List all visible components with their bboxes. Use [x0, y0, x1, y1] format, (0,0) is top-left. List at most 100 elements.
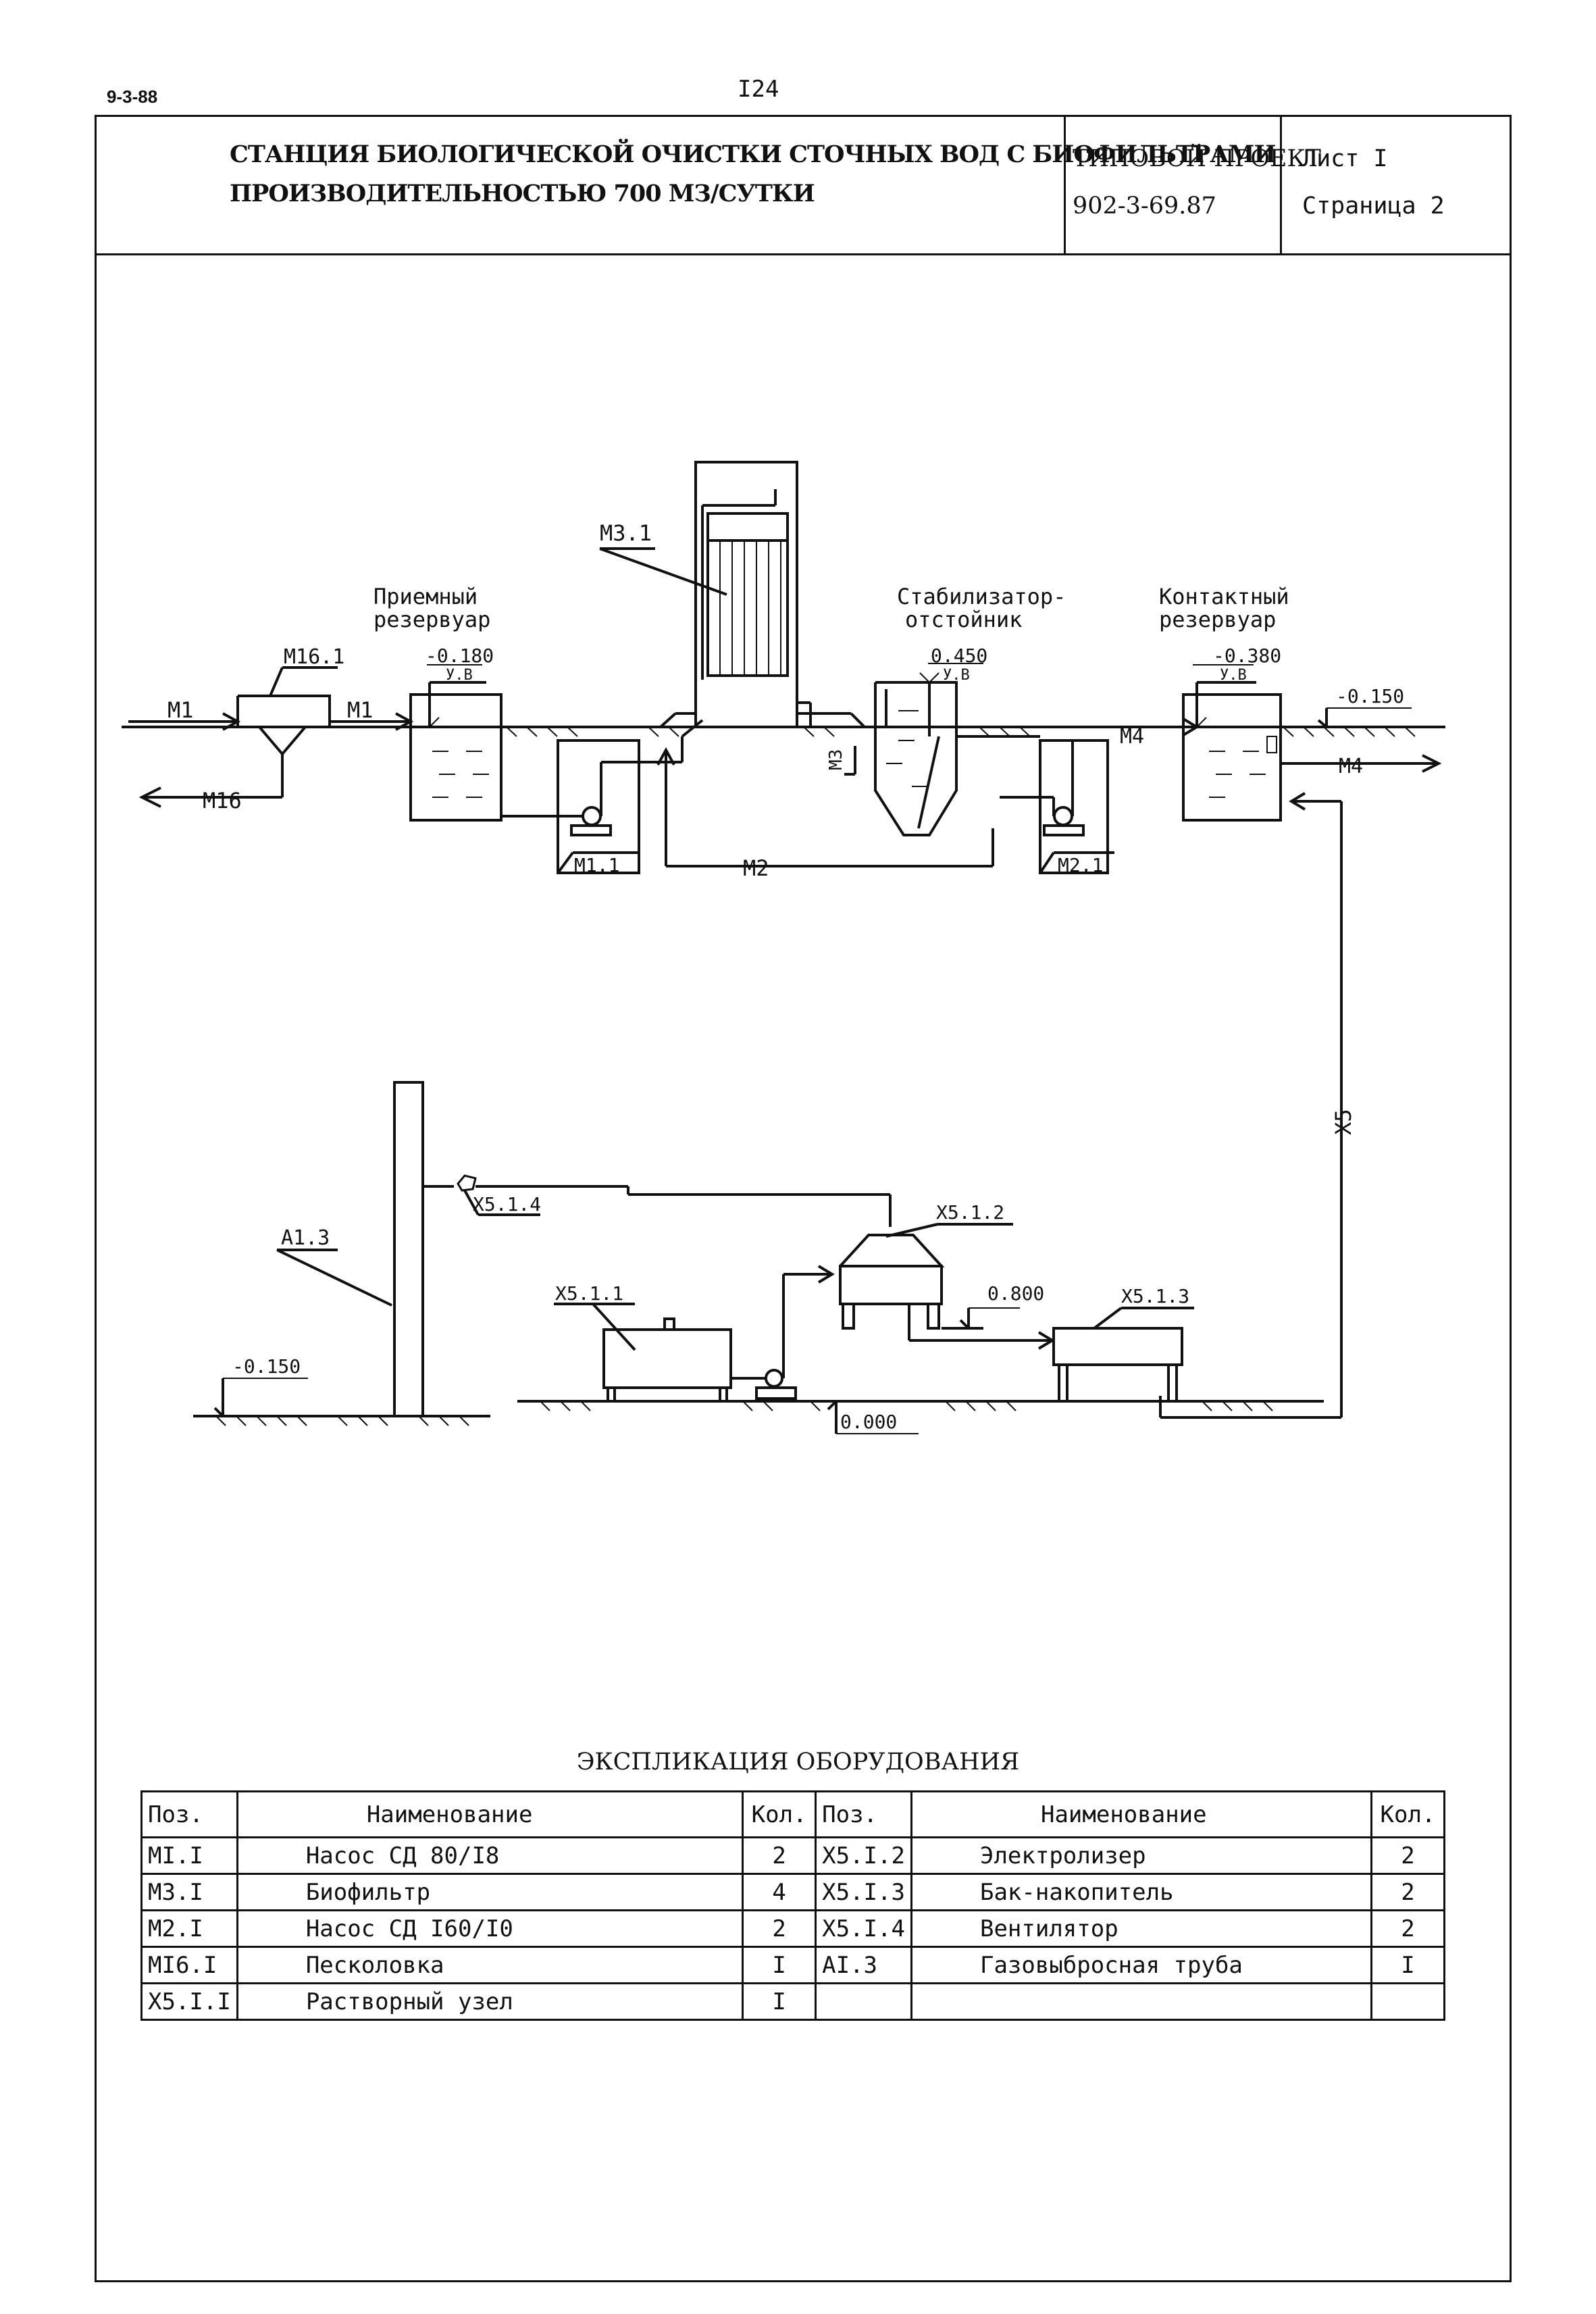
col-header-name: Наименование [236, 1790, 744, 1838]
label-m4-out: М4 [1339, 755, 1363, 778]
receiving-level: -0.180 [426, 645, 494, 667]
stabilizer-settler [844, 663, 1101, 836]
col-header-pos-2: Поз. [815, 1790, 912, 1838]
cell-name: Песколовка [236, 1946, 744, 1984]
contact-level: -0.380 [1213, 645, 1281, 667]
table-row: Х5.I.I Растворный узел I [140, 1982, 1446, 2021]
receiving-tank-label-2: резервуар [374, 607, 490, 632]
cell-pos: М3.I [140, 1873, 238, 1911]
stabilizer-label-2: отстойник [905, 607, 1022, 632]
cell-name: Биофильтр [236, 1873, 744, 1911]
contact-tank-label-1: Контактный [1159, 584, 1289, 609]
cell-name-2: Вентилятор [910, 1909, 1372, 1948]
page-label: Страница 2 [1302, 193, 1445, 220]
cell-qty: 4 [742, 1873, 817, 1911]
label-m2-1: М2.1 [1058, 854, 1103, 876]
cell-name: Растворный узел [236, 1982, 744, 2021]
exhaust-pipe [276, 1081, 892, 1417]
platform-level: 0.800 [987, 1282, 1044, 1305]
cell-pos-2: Х5.I.3 [815, 1873, 912, 1911]
contact-water-level: У.В [1220, 667, 1247, 684]
line-x5 [1159, 792, 1343, 1419]
label-x5-1-2: Х5.1.2 [936, 1201, 1004, 1224]
cell-name-2: Бак-накопитель [910, 1873, 1372, 1911]
ground-level-mark-left [213, 1378, 308, 1417]
cell-qty-2: I [1370, 1946, 1446, 1984]
cell-pos: Х5.I.I [140, 1982, 238, 2021]
project-number: 902-3-69.87 [1073, 193, 1216, 220]
contact-tank [1182, 664, 1442, 822]
electrolyzer [839, 1223, 1055, 1350]
cell-pos-2: Х5.I.2 [815, 1836, 912, 1875]
ground-hatch-upper [506, 726, 1416, 737]
ground-level-left: -0.150 [232, 1355, 301, 1378]
cell-qty: I [742, 1946, 817, 1984]
sheet-cell: Лист I Страница 2 [1282, 115, 1512, 253]
cell-name-2: Электролизер [910, 1836, 1372, 1875]
col-header-pos: Поз. [140, 1790, 238, 1838]
cell-pos: М2.I [140, 1909, 238, 1948]
col-header-qty: Кол. [742, 1790, 817, 1838]
cell-qty: 2 [742, 1836, 817, 1875]
ground-level-mark-right [1317, 707, 1412, 728]
ground-level-right: -0.150 [1336, 685, 1404, 707]
label-x5-1-3: Х5.1.3 [1121, 1285, 1189, 1307]
cell-qty-2 [1370, 1982, 1446, 2021]
platform-level-mark [942, 1307, 1020, 1330]
biofilter [599, 461, 866, 728]
document-code: 9-3-88 [107, 86, 158, 107]
project-label: ТИПОВОЙ ПРОЕКТ [1073, 145, 1321, 172]
label-m4-top: М4 [1120, 725, 1144, 749]
cell-qty: 2 [742, 1909, 817, 1948]
label-x5-1-1: Х5.1.1 [555, 1282, 623, 1305]
pump-m1-1 [501, 719, 704, 874]
pump-m2-1 [1000, 739, 1114, 874]
zero-level: 0.000 [840, 1411, 897, 1433]
label-x5-1-4: Х5.1.4 [473, 1193, 541, 1215]
stabilizer-water-level: У.В [943, 667, 970, 684]
label-line-m16: М16 [203, 788, 242, 813]
cell-qty-2: 2 [1370, 1909, 1446, 1948]
cell-name-2: Газовыбросная труба [910, 1946, 1372, 1984]
table-row: МI6.I Песколовка I АI.3 Газовыбросная тр… [140, 1946, 1446, 1984]
drawing-title-line2: ПРОИЗВОДИТЕЛЬНОСТЬЮ 700 МЗ/СУТКИ [230, 180, 815, 207]
label-m1-1: М1.1 [574, 854, 619, 876]
title-block: СТАНЦИЯ БИОЛОГИЧЕСКОЙ ОЧИСТКИ СТОЧНЫХ ВО… [95, 115, 1512, 255]
label-m1-left: М1 [168, 697, 194, 723]
receiving-tank-label-1: Приемный [374, 584, 478, 609]
page-number: I24 [738, 76, 779, 103]
table-header-row: Поз. Наименование Кол. Поз. Наименование… [140, 1790, 1446, 1838]
cell-name: Насос СД I60/I0 [236, 1909, 744, 1948]
col-header-name-2: Наименование [910, 1790, 1372, 1838]
inflow-line-m1 [128, 712, 414, 731]
cell-qty-2: 2 [1370, 1873, 1446, 1911]
drawing-frame [95, 115, 1512, 2282]
contact-tank-label-2: резервуар [1159, 607, 1276, 632]
table-row: М2.I Насос СД I60/I0 2 Х5.I.4 Вентилятор… [140, 1909, 1446, 1948]
label-m16-1: М16.1 [284, 645, 344, 669]
return-line-m2 [657, 747, 994, 867]
ground-hatch-lower [215, 1401, 1273, 1426]
cell-pos-2 [815, 1982, 912, 2021]
equipment-table: Поз. Наименование Кол. Поз. Наименование… [140, 1790, 1446, 2021]
label-m3-1: М3.1 [600, 520, 652, 546]
dosing-unit [554, 1265, 835, 1403]
cell-pos: МI.I [140, 1836, 238, 1875]
cell-qty: I [742, 1982, 817, 2021]
cell-name-2 [910, 1982, 1372, 2021]
stabilizer-label-1: Стабилизатор- [897, 584, 1066, 609]
ground-line-lower [193, 1400, 1324, 1417]
zero-level-mark [827, 1400, 919, 1434]
cell-pos: МI6.I [140, 1946, 238, 1984]
label-m1-right: М1 [347, 697, 374, 723]
sand-trap [138, 666, 338, 808]
cell-name: Насос СД 80/I8 [236, 1836, 744, 1875]
label-line-m2: М2 [743, 855, 769, 881]
table-row: МI.I Насос СД 80/I8 2 Х5.I.2 Электролизе… [140, 1836, 1446, 1875]
table-caption: ЭКСПЛИКАЦИЯ ОБОРУДОВАНИЯ [576, 1749, 1020, 1776]
cell-pos-2: Х5.I.4 [815, 1909, 912, 1948]
label-a1-3: А1.3 [281, 1226, 330, 1250]
col-header-qty-2: Кол. [1370, 1790, 1446, 1838]
label-line-m3: М3 [826, 749, 846, 770]
